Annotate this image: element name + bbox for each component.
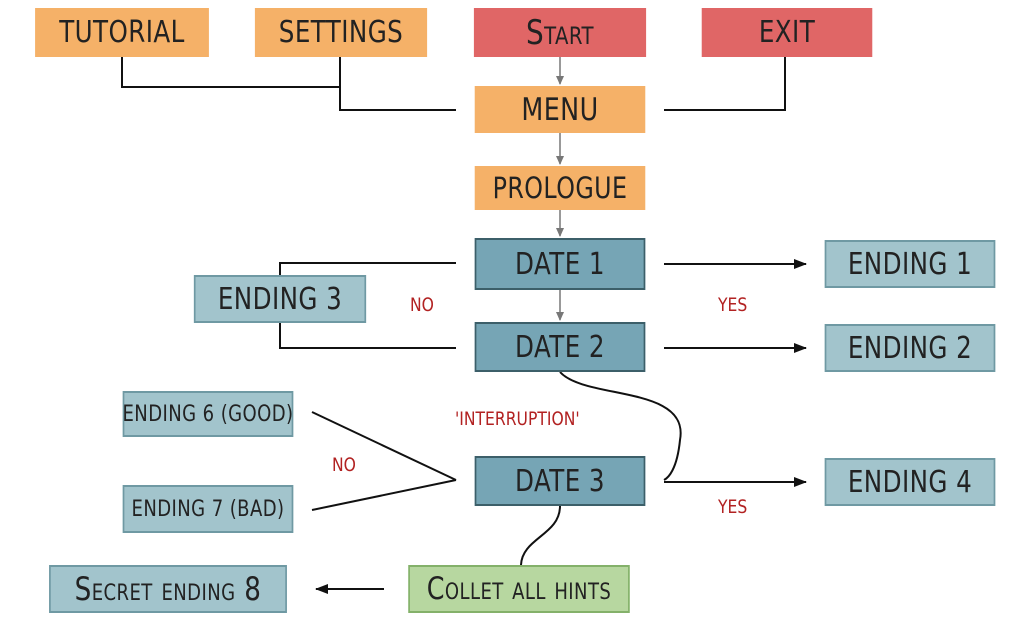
date3-node: DATE 3 [474,456,646,506]
connector-exit-menu [664,57,786,111]
date1-label: DATE 1 [515,246,605,282]
ending8-label: Secret ending 8 [74,570,262,608]
menu-label: MENU [521,91,599,128]
start-node: Start [473,8,647,57]
date2-node: DATE 2 [474,322,646,372]
tutorial-node: TUTORIAL [35,8,209,57]
connector-date3-hints [520,505,561,566]
connector-tutorial-menu [121,57,340,88]
exit-label: EXIT [758,15,816,50]
start-label: Start [526,12,594,53]
ending7-label: ENDING 7 (BAD) [131,496,285,522]
settings-label: SETTINGS [278,15,404,50]
settings-node: SETTINGS [254,8,428,57]
hints-node: Collet all hints [408,565,630,613]
ending7-node: ENDING 7 (BAD) [122,485,294,533]
ending6-node: ENDING 6 (GOOD) [122,391,294,437]
date1-node: DATE 1 [474,238,646,290]
hints-label: Collet all hints [426,571,612,607]
date2-label: DATE 2 [515,329,605,365]
ending1-node: ENDING 1 [824,240,996,288]
ending1-label: ENDING 1 [847,246,973,282]
exit-node: EXIT [701,8,873,57]
connector-interruption-curve [559,371,682,481]
connector-settings-menu [339,57,456,111]
branch-label-no-top: NO [410,294,434,316]
ending8-node: Secret ending 8 [49,565,287,613]
menu-node: MENU [474,86,646,133]
connector-ending7-date3 [311,479,457,511]
ending6-label: ENDING 6 (GOOD) [122,401,294,427]
branch-label-yes-bottom: YES [718,496,748,518]
connector-ending6-date3 [311,411,457,481]
prologue-node: PROLOGUE [474,166,646,210]
ending2-node: ENDING 2 [824,324,996,372]
ending4-node: ENDING 4 [824,458,996,506]
branch-label-no-bottom: NO [332,454,356,476]
ending2-label: ENDING 2 [847,330,973,366]
branch-label-yes-top: YES [718,294,748,316]
ending3-node: ENDING 3 [193,275,367,323]
date3-label: DATE 3 [515,463,605,499]
tutorial-label: TUTORIAL [59,15,185,50]
branch-label-interruption: 'INTERRUPTION' [455,408,580,430]
ending4-label: ENDING 4 [847,464,973,500]
ending3-label: ENDING 3 [217,281,343,317]
prologue-label: PROLOGUE [492,171,628,205]
